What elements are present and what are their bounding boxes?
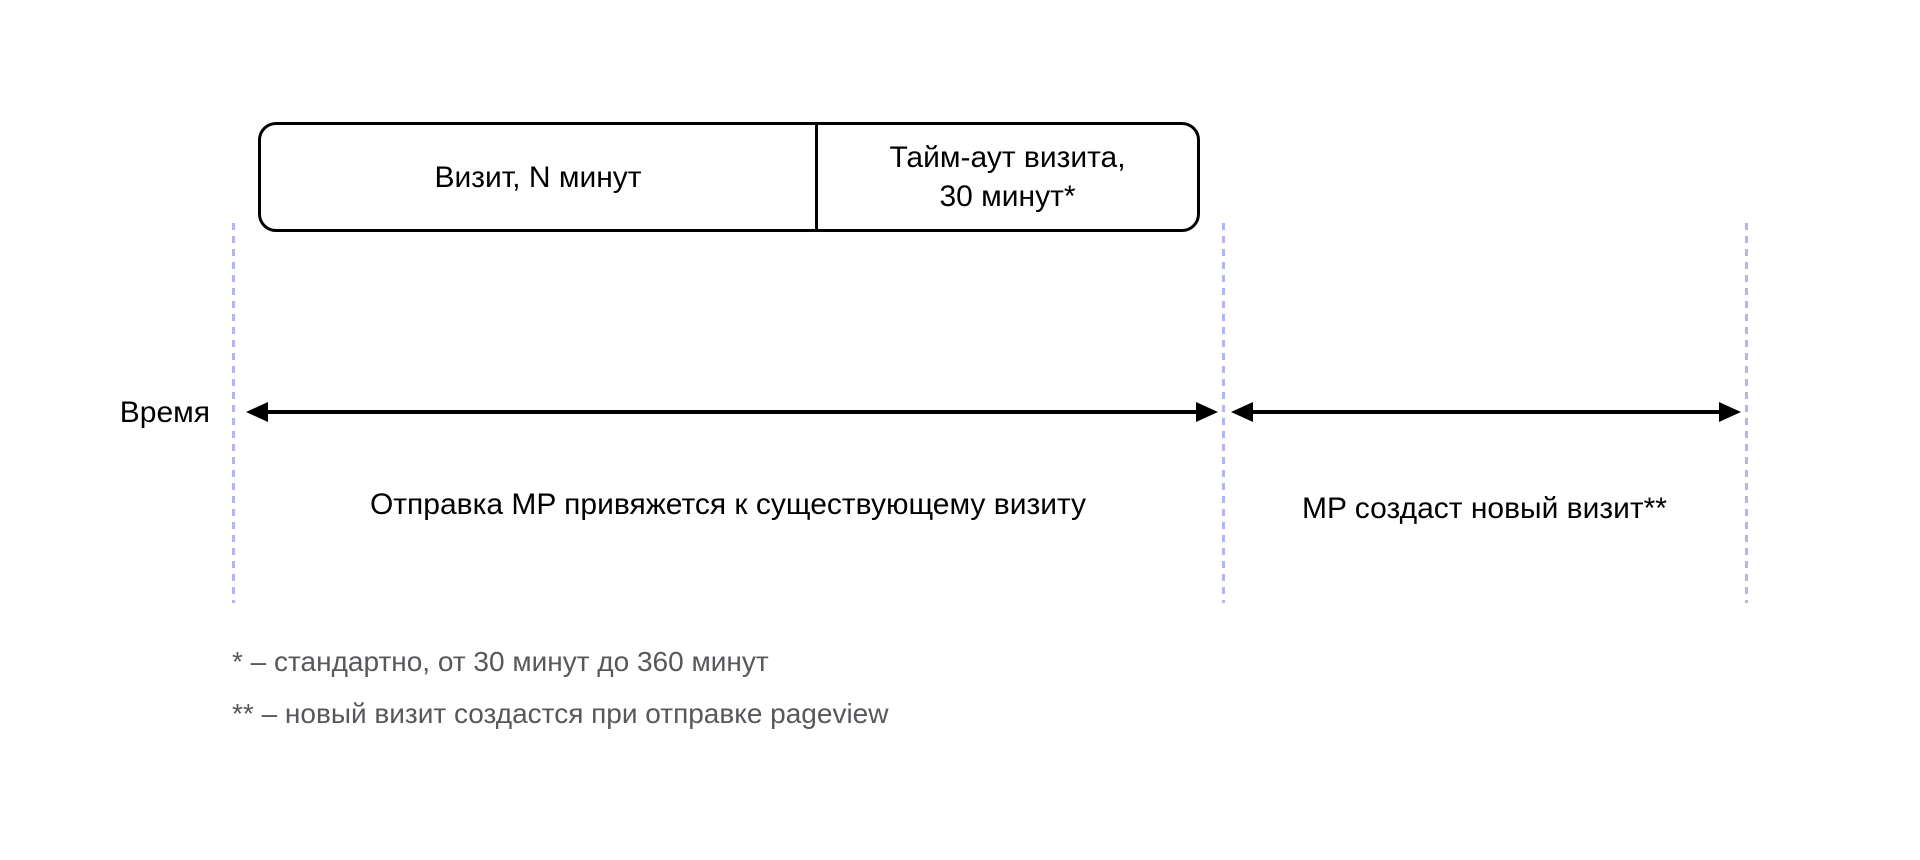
arrowhead-left-icon <box>1231 402 1253 422</box>
timeout-label: Тайм-аут визита, 30 минут* <box>889 141 1126 213</box>
guide-line-new-visit-end <box>1745 223 1748 603</box>
time-axis-label: Время <box>119 396 210 429</box>
footnotes-block: * – стандартно, от 30 минут до 360 минут… <box>232 636 888 740</box>
arrowhead-left-icon <box>246 402 268 422</box>
existing-visit-timespan-arrow <box>246 402 1218 422</box>
footnote-new-visit-pageview: ** – новый визит создастся при отправке … <box>232 698 889 729</box>
arrowhead-right-icon <box>1196 402 1218 422</box>
arrowhead-right-icon <box>1719 402 1741 422</box>
footnote-timeout-range: * – стандартно, от 30 минут до 360 минут <box>232 646 769 677</box>
segment-label-existing-visit: Отправка MP привяжется к существующему в… <box>369 488 1087 521</box>
guide-line-timeout-end <box>1222 223 1225 603</box>
new-visit-timespan-arrow <box>1231 402 1741 422</box>
visit-duration-box: Визит, N минут Тайм-аут визита, 30 минут… <box>258 122 1200 232</box>
segment-label-new-visit: MP создаст новый визит** <box>1302 492 1667 525</box>
timeout-cell: Тайм-аут визита, 30 минут* <box>818 125 1197 229</box>
visit-label: Визит, N минут <box>434 160 642 194</box>
visit-cell: Визит, N минут <box>261 125 818 229</box>
guide-line-visit-start <box>232 223 235 603</box>
